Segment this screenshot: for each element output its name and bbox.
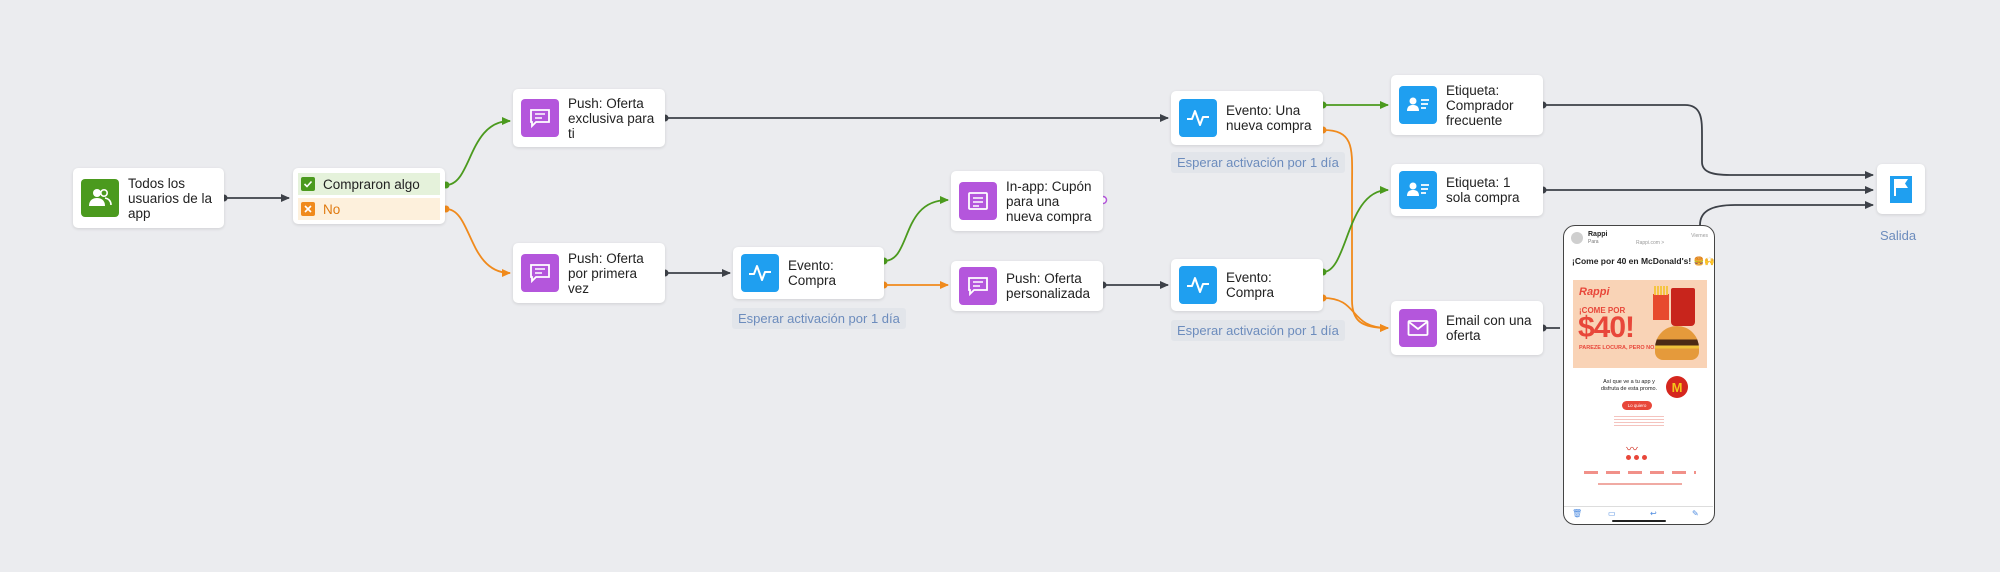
banner-tagline: PAREZE LOCURA, PERO NO. [1579, 345, 1656, 351]
trash-icon: 🗑 [1572, 509, 1583, 518]
mail-toolbar: 🗑 ▭ ↩ ✎ [1564, 506, 1713, 523]
banner-headline: ¡COME POR [1579, 306, 1626, 315]
node-etiqueta-frecuente[interactable]: Etiqueta: Comprador frecuente [1391, 75, 1543, 135]
node-label: Todos los usuarios de la app [128, 175, 213, 221]
inapp-message-icon [959, 182, 997, 220]
fries-image [1653, 286, 1669, 320]
check-icon [301, 177, 315, 191]
edge-no-push-primera [445, 208, 511, 277]
node-etiqueta-sola[interactable]: Etiqueta: 1 sola compra [1391, 164, 1543, 216]
node-label: Etiqueta: 1 sola compra [1446, 175, 1520, 205]
edge-evento-email-1 [1322, 129, 1389, 332]
node-label: Push: Oferta por primera vez [568, 250, 644, 296]
node-label: Push: Oferta exclusiva para ti [568, 95, 655, 141]
wait-label: Esperar activación por 1 día [1171, 152, 1345, 173]
edge-etiqueta-frecuente-salida [1543, 104, 1874, 179]
footer-links [1584, 471, 1696, 474]
mustache-icon: 〰 [1626, 442, 1639, 456]
banner-price: $40! [1578, 311, 1635, 344]
node-evento-compra-2[interactable]: Evento: Compra [1171, 259, 1323, 311]
footer-legal [1598, 483, 1682, 485]
cta-button: Lo quiero [1622, 401, 1652, 410]
edge-email-salida-upper [1699, 201, 1874, 226]
email-sender: Rappi [1588, 231, 1608, 238]
mail-icon [1399, 309, 1437, 347]
node-label: Etiqueta: Comprador frecuente [1446, 82, 1514, 128]
flag-icon [1890, 175, 1912, 203]
email-preview-phone: Rappi Para Rappi.com > Viernes ¡Come por… [1563, 225, 1715, 525]
email-para: Para [1588, 239, 1599, 245]
edge-evento-etiqueta-sola [1322, 186, 1389, 273]
node-label: In-app: Cupón para una nueva compra [1006, 178, 1092, 224]
edge-evento-email-2 [1322, 297, 1389, 332]
folder-icon: ▭ [1608, 509, 1616, 518]
promo-banner: Rappi ¡COME POR $40! PAREZE LOCURA, PERO… [1573, 280, 1707, 368]
node-label: Evento: Compra [788, 258, 837, 288]
node-label: Evento: Una nueva compra [1226, 103, 1312, 133]
branch-label: Compraron algo [323, 176, 420, 192]
edge-compraron-push-exclusiva [445, 117, 511, 186]
avatar [1571, 232, 1583, 244]
node-label: Email con una oferta [1446, 313, 1532, 343]
drink-image [1671, 288, 1695, 326]
users-icon [81, 179, 119, 217]
node-evento-compra-1[interactable]: Evento: Compra [733, 247, 884, 299]
activity-icon [1179, 266, 1217, 304]
activity-icon [1179, 99, 1217, 137]
compose-icon: ✎ [1692, 509, 1699, 518]
branch-compraron-algo[interactable]: Compraron algo [298, 173, 440, 195]
banner-brand: Rappi [1579, 286, 1610, 298]
email-day: Viernes [1691, 233, 1708, 239]
node-condicion[interactable]: Compraron algo No [293, 168, 445, 224]
node-evento-una-nueva[interactable]: Evento: Una nueva compra [1171, 91, 1323, 145]
chat-icon [521, 99, 559, 137]
node-push-primera[interactable]: Push: Oferta por primera vez [513, 243, 665, 303]
activity-icon [741, 254, 779, 292]
chat-icon [959, 267, 997, 305]
email-address: Rappi.com > [1636, 240, 1665, 246]
contact-card-icon [1399, 86, 1437, 124]
chat-icon [521, 254, 559, 292]
fine-print [1614, 416, 1664, 426]
node-salida[interactable] [1877, 164, 1925, 214]
node-push-personalizada[interactable]: Push: Oferta personalizada [951, 261, 1103, 311]
close-icon [301, 202, 315, 216]
node-label: Evento: Compra [1226, 270, 1275, 300]
branch-label: No [323, 201, 341, 217]
mcdonalds-logo: M [1666, 376, 1688, 398]
home-indicator [1612, 520, 1666, 522]
email-body: Así que ve a tu app y disfruta de esta p… [1600, 379, 1658, 392]
node-email-oferta[interactable]: Email con una oferta [1391, 301, 1543, 355]
contact-card-icon [1399, 171, 1437, 209]
node-label: Push: Oferta personalizada [1006, 271, 1091, 301]
social-icons [1626, 455, 1647, 460]
edge-evento-inapp [883, 196, 949, 262]
reply-icon: ↩ [1650, 509, 1657, 518]
branch-no[interactable]: No [298, 198, 440, 220]
wait-label: Esperar activación por 1 día [1171, 320, 1345, 341]
node-todos-usuarios[interactable]: Todos los usuarios de la app [73, 168, 224, 228]
email-header: Rappi Para Rappi.com > Viernes [1570, 230, 1710, 248]
salida-label: Salida [1880, 228, 1917, 243]
node-push-exclusiva[interactable]: Push: Oferta exclusiva para ti [513, 89, 665, 147]
wait-label: Esperar activación por 1 día [732, 308, 906, 329]
burger-image [1655, 326, 1699, 360]
email-subject: ¡Come por 40 en McDonald's! 🍔🙌 [1572, 256, 1715, 266]
node-inapp-cupon[interactable]: In-app: Cupón para una nueva compra [951, 171, 1103, 231]
